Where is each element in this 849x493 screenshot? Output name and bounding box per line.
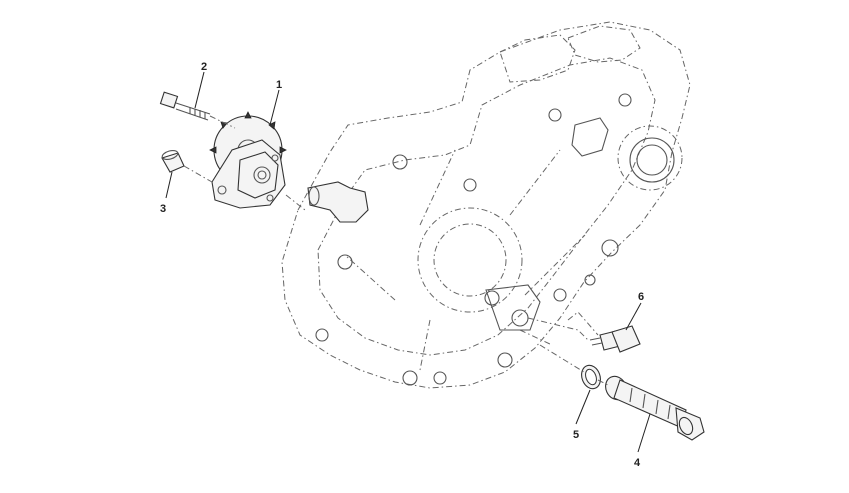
callout-bolt: 2 [201,61,207,73]
leader-5 [575,389,591,425]
leader-lines [165,71,651,453]
assembly-guides [183,115,611,387]
drain-plug [589,325,641,353]
leader-1 [269,89,280,126]
callout-dowel-pin: 3 [160,203,166,215]
leader-2 [194,71,205,109]
crankcase-half [281,21,691,389]
callouts: 1 2 3 4 5 6 [160,61,644,469]
leader-3 [165,171,173,199]
leader-4 [637,413,651,453]
callout-oil-strainer: 4 [634,457,641,469]
callout-o-ring: 5 [573,429,579,441]
o-ring [581,364,601,390]
oil-pump [209,111,287,209]
dowel-pin [161,150,185,173]
leader-6 [625,302,642,331]
bolt [159,91,211,121]
oil-strainer [605,375,705,441]
callout-oil-pump: 1 [276,79,282,91]
callout-drain-plug: 6 [638,291,644,303]
